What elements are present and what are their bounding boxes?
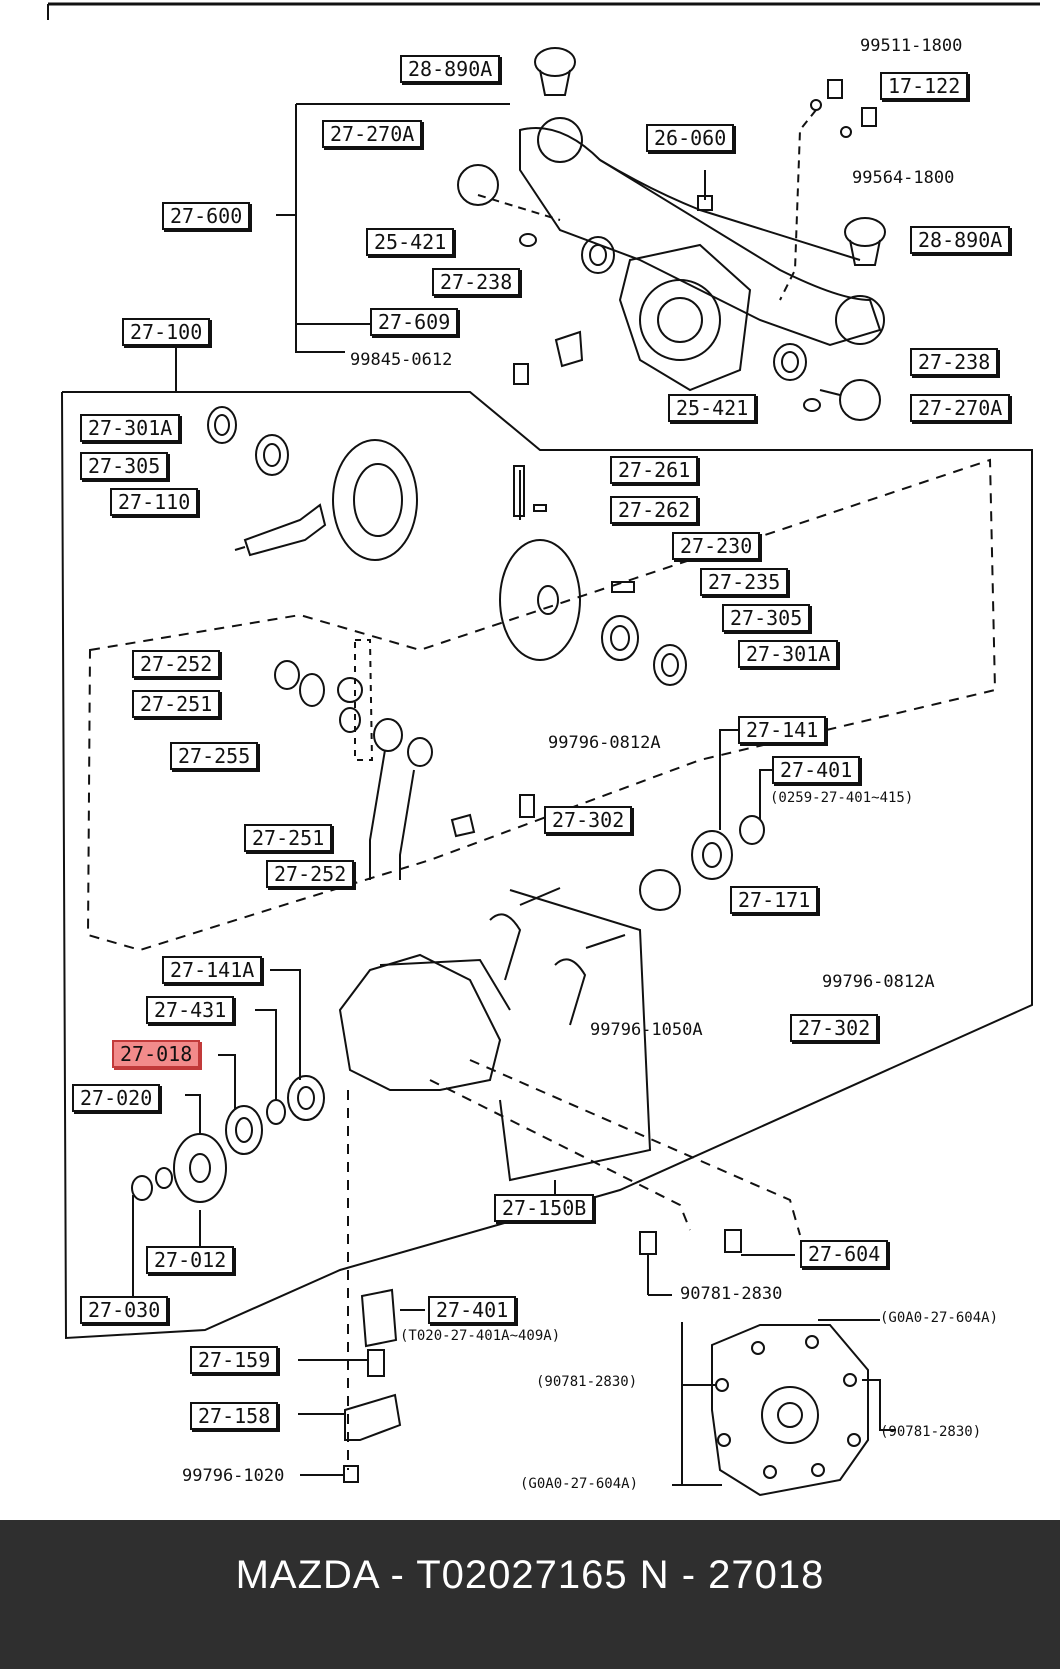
label-27-030[interactable]: 27-030	[80, 1296, 169, 1324]
label-27-141[interactable]: 27-141	[738, 716, 827, 744]
label-27-251-a[interactable]: 27-251	[132, 690, 221, 718]
label-27-600[interactable]: 27-600	[162, 202, 251, 230]
label-27-262[interactable]: 27-262	[610, 496, 699, 524]
label-27-301A-left[interactable]: 27-301A	[80, 414, 181, 442]
label-27-251-b[interactable]: 27-251	[244, 824, 333, 852]
label-27-159[interactable]: 27-159	[190, 1346, 279, 1374]
label-27-431[interactable]: 27-431	[146, 996, 235, 1024]
label-27-301A-right[interactable]: 27-301A	[738, 640, 839, 668]
text-G0A0-604A-b: (G0A0-27-604A)	[520, 1476, 639, 1492]
label-27-305-left[interactable]: 27-305	[80, 452, 169, 480]
label-27-401-b[interactable]: 27-401	[428, 1296, 517, 1324]
label-27-302-a[interactable]: 27-302	[544, 806, 633, 834]
label-27-305-right[interactable]: 27-305	[722, 604, 811, 632]
text-90781-2830-left: (90781-2830)	[536, 1374, 638, 1390]
text-99796-0812A-a: 99796-0812A	[548, 733, 661, 753]
text-99564-1800: 99564-1800	[852, 168, 955, 188]
text-99796-0812A-b: 99796-0812A	[822, 972, 935, 992]
label-27-401-a[interactable]: 27-401	[772, 756, 861, 784]
text-G0A0-604A-a: (G0A0-27-604A)	[880, 1310, 999, 1326]
label-27-110[interactable]: 27-110	[110, 488, 199, 516]
label-27-012[interactable]: 27-012	[146, 1246, 235, 1274]
label-27-020[interactable]: 27-020	[72, 1084, 161, 1112]
label-27-261[interactable]: 27-261	[610, 456, 699, 484]
text-0259-range: (0259-27-401~415)	[770, 790, 914, 806]
text-99796-1020: 99796-1020	[182, 1466, 285, 1486]
label-27-230[interactable]: 27-230	[672, 532, 761, 560]
label-27-171[interactable]: 27-171	[730, 886, 819, 914]
label-27-609[interactable]: 27-609	[370, 308, 459, 336]
label-26-060[interactable]: 26-060	[646, 124, 735, 152]
label-17-122[interactable]: 17-122	[880, 72, 969, 100]
label-27-238-top[interactable]: 27-238	[432, 268, 521, 296]
footer-bar: MAZDA - T02027165 N - 27018	[0, 1520, 1060, 1669]
label-27-604[interactable]: 27-604	[800, 1240, 889, 1268]
text-90781-2830: 90781-2830	[680, 1284, 783, 1304]
label-27-141A[interactable]: 27-141A	[162, 956, 263, 984]
text-90781-2830-right: (90781-2830)	[880, 1424, 982, 1440]
label-27-158[interactable]: 27-158	[190, 1402, 279, 1430]
text-99845-0612: 99845-0612	[350, 350, 453, 370]
label-27-018-highlighted[interactable]: 27-018	[112, 1040, 201, 1068]
label-27-150B[interactable]: 27-150B	[494, 1194, 595, 1222]
label-27-255[interactable]: 27-255	[170, 742, 259, 770]
label-27-252-a[interactable]: 27-252	[132, 650, 221, 678]
text-T020-range: (T020-27-401A~409A)	[400, 1328, 561, 1344]
label-25-421-top[interactable]: 25-421	[366, 228, 455, 256]
label-27-235[interactable]: 27-235	[700, 568, 789, 596]
label-27-270A-right[interactable]: 27-270A	[910, 394, 1011, 422]
label-27-252-b[interactable]: 27-252	[266, 860, 355, 888]
text-99796-1050A: 99796-1050A	[590, 1020, 703, 1040]
label-27-302-b[interactable]: 27-302	[790, 1014, 879, 1042]
diagram-drawing	[47, 2, 1040, 1497]
label-28-890A-right[interactable]: 28-890A	[910, 226, 1011, 254]
label-25-421-right[interactable]: 25-421	[668, 394, 757, 422]
label-28-890A-top[interactable]: 28-890A	[400, 55, 501, 83]
text-99511-1800: 99511-1800	[860, 36, 963, 56]
label-27-270A-top[interactable]: 27-270A	[322, 120, 423, 148]
label-27-100[interactable]: 27-100	[122, 318, 211, 346]
exploded-parts-diagram: 28-890A 27-270A 26-060 17-122 27-600 25-…	[47, 2, 1040, 1497]
footer-part-number: MAZDA - T02027165 N - 27018	[235, 1553, 825, 1597]
label-27-238-right[interactable]: 27-238	[910, 348, 999, 376]
